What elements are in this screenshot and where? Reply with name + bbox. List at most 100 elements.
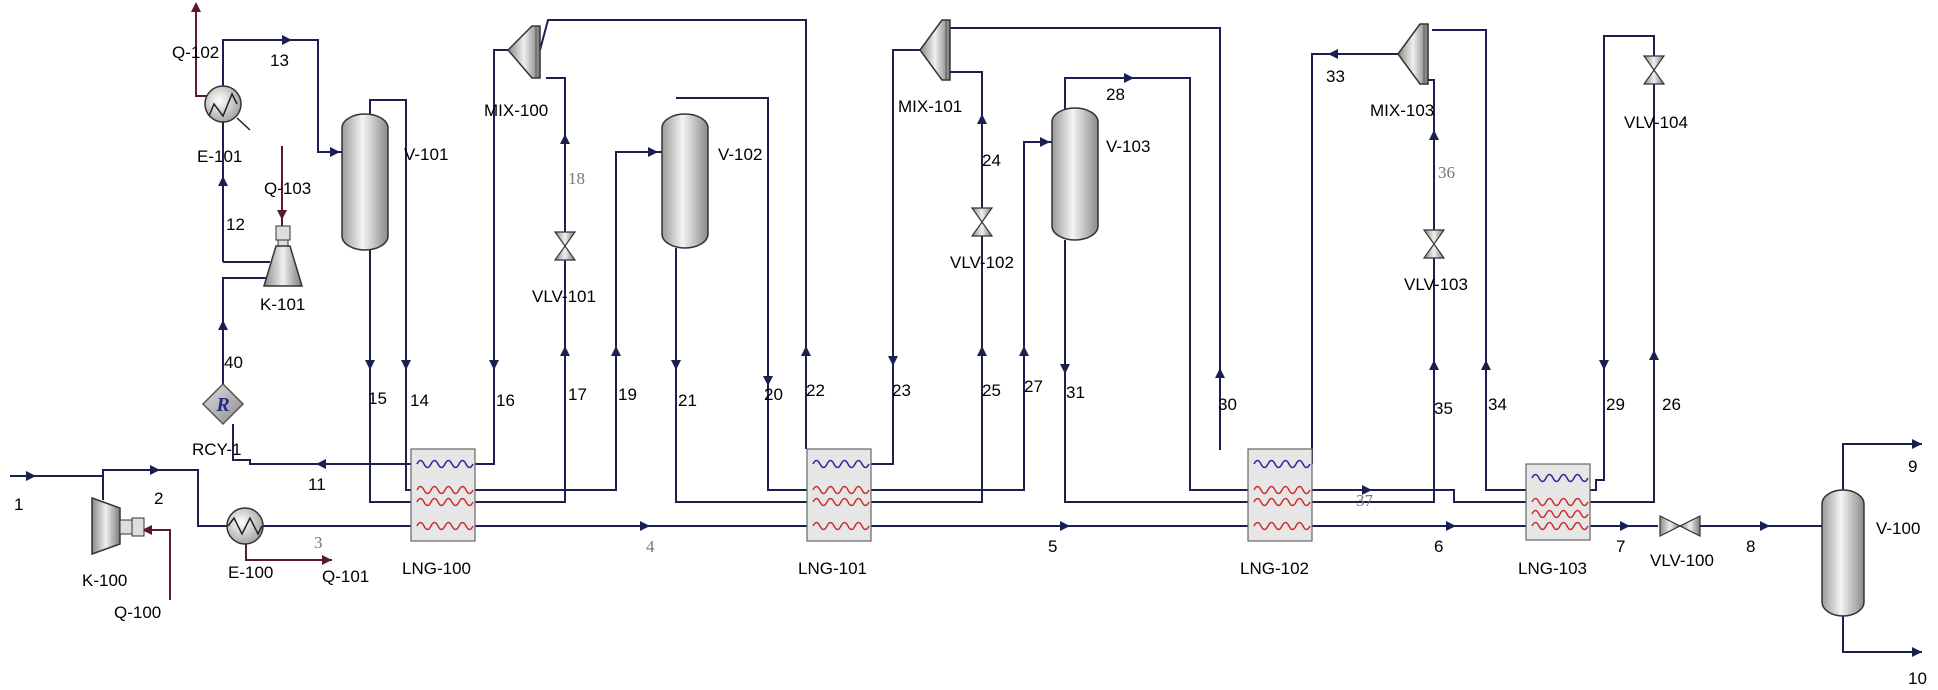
- lng-exchanger-lng-102[interactable]: [1247, 448, 1313, 542]
- stream-21-pipe[interactable]: [675, 248, 807, 503]
- stream-label-13: 13: [270, 51, 289, 70]
- stream-37-pipe[interactable]: [1312, 489, 1526, 503]
- label-v-102: V-102: [718, 145, 762, 164]
- label-q-102: Q-102: [172, 43, 219, 62]
- stream-31-pipe[interactable]: [1064, 240, 1248, 503]
- stream-28-pipe[interactable]: [1064, 77, 1248, 491]
- label-e-101: E-101: [197, 147, 242, 166]
- arrow-stream-28: [1124, 73, 1134, 83]
- label-v-103: V-103: [1106, 137, 1150, 156]
- stream-label-11: 11: [308, 475, 326, 494]
- material-pipes: [10, 19, 1922, 653]
- stream-26-pipe[interactable]: [1590, 56, 1655, 503]
- stream-29-pipe[interactable]: [1590, 35, 1655, 491]
- arrow-stream-5: [1060, 521, 1070, 531]
- valve-vlv-100[interactable]: [1659, 515, 1701, 537]
- stream-33-pipe[interactable]: [1311, 53, 1398, 464]
- stream-label-34: 34: [1488, 395, 1507, 414]
- valve-vlv-103[interactable]: [1422, 229, 1446, 259]
- recycle-rcy-1[interactable]: R: [201, 382, 245, 426]
- cooler-e-100[interactable]: [226, 507, 264, 545]
- arrow-stream-30: [1215, 368, 1225, 378]
- compressor-k-100[interactable]: [91, 496, 145, 556]
- compressor-k-101[interactable]: [262, 225, 304, 287]
- stream-label-29: 29: [1606, 395, 1625, 414]
- stream-label-40: 40: [224, 353, 243, 372]
- stream-17-pipe[interactable]: [475, 256, 566, 503]
- arrow-stream-20: [763, 376, 773, 386]
- q101-pipe[interactable]: [245, 540, 332, 561]
- stream-35-pipe[interactable]: [1312, 258, 1435, 503]
- arrow-stream-19-inlet: [648, 147, 658, 157]
- arrow-stream-31: [1060, 364, 1070, 374]
- arrow-stream-12: [218, 176, 228, 186]
- stream-label-19: 19: [618, 385, 637, 404]
- stream-20-pipe[interactable]: [676, 97, 807, 491]
- stream-label-26: 26: [1662, 395, 1681, 414]
- stream-label-7: 7: [1616, 537, 1625, 556]
- stream-16-pipe[interactable]: [475, 49, 508, 465]
- separator-v-100[interactable]: [1821, 489, 1865, 617]
- stream-label-27: 27: [1024, 377, 1043, 396]
- arrow-q100: [142, 525, 152, 535]
- label-rcy-1: RCY-1: [192, 440, 241, 459]
- cooler-e-101[interactable]: [204, 85, 251, 131]
- stream-label-28: 28: [1106, 85, 1125, 104]
- stream-label-31: 31: [1066, 383, 1085, 402]
- valve-vlv-104[interactable]: [1642, 55, 1666, 85]
- q100-pipe[interactable]: [142, 529, 171, 600]
- label-v-101: V-101: [404, 145, 448, 164]
- stream-label-17: 17: [568, 385, 587, 404]
- arrow-stream-13-inlet: [330, 147, 340, 157]
- arrow-stream-27: [1019, 346, 1029, 356]
- label-v-100: V-100: [1876, 519, 1920, 538]
- mixer-mix-100[interactable]: [506, 25, 541, 79]
- arrow-q101: [322, 555, 332, 565]
- separator-v-103[interactable]: [1051, 107, 1099, 241]
- arrow-stream-8: [1760, 521, 1770, 531]
- arrow-stream-4: [640, 521, 650, 531]
- stream-label-36: 36: [1438, 163, 1455, 182]
- arrow-stream-40: [218, 320, 228, 330]
- stream-9-pipe[interactable]: [1842, 443, 1922, 490]
- stream-label-5: 5: [1048, 537, 1057, 556]
- stream-25-pipe[interactable]: [871, 234, 983, 503]
- stream-34-pipe[interactable]: [1432, 29, 1526, 491]
- arrow-q102: [191, 2, 201, 12]
- stream-24-pipe[interactable]: [950, 71, 983, 208]
- stream-14-pipe[interactable]: [369, 99, 411, 491]
- arrow-stream-24: [977, 114, 987, 124]
- stream-2-pipe[interactable]: [102, 469, 228, 527]
- mixer-mix-103[interactable]: [1397, 23, 1429, 85]
- lng-exchanger-lng-100[interactable]: [410, 448, 476, 542]
- arrow-stream-37: [1362, 485, 1372, 495]
- stream-23-pipe[interactable]: [871, 49, 920, 465]
- arrow-stream-26: [1649, 350, 1659, 360]
- arrow-stream-14: [401, 360, 411, 370]
- lng-exchanger-lng-103[interactable]: [1525, 463, 1591, 541]
- label-vlv-100: VLV-100: [1650, 551, 1714, 570]
- arrow-stream-11: [316, 459, 326, 469]
- stream-label-18: 18: [568, 169, 585, 188]
- stream-11-pipe[interactable]: [232, 424, 411, 465]
- arrow-stream-23: [888, 356, 898, 366]
- stream-label-35: 35: [1434, 399, 1453, 418]
- stream-label-9: 9: [1908, 457, 1917, 476]
- label-q-100: Q-100: [114, 603, 161, 622]
- stream-18-pipe[interactable]: [546, 77, 566, 232]
- lng-exchanger-lng-101[interactable]: [806, 448, 872, 542]
- valve-vlv-102[interactable]: [970, 207, 994, 237]
- stream-13-pipe[interactable]: [222, 39, 342, 153]
- label-q-101: Q-101: [322, 567, 369, 586]
- stream-10-pipe[interactable]: [1842, 616, 1922, 653]
- stream-1-pipe[interactable]: [10, 475, 104, 500]
- mixer-mix-101[interactable]: [919, 19, 951, 81]
- mix-100-outlet-pipe[interactable]: [539, 19, 807, 449]
- mix-101-outlet-pipe[interactable]: [948, 27, 1221, 450]
- separator-v-102[interactable]: [661, 113, 709, 249]
- valve-vlv-101[interactable]: [553, 231, 577, 261]
- stream-27-pipe[interactable]: [871, 141, 1052, 491]
- separator-v-101[interactable]: [341, 113, 389, 251]
- stream-15-pipe[interactable]: [369, 250, 411, 503]
- stream-19-pipe[interactable]: [475, 151, 662, 491]
